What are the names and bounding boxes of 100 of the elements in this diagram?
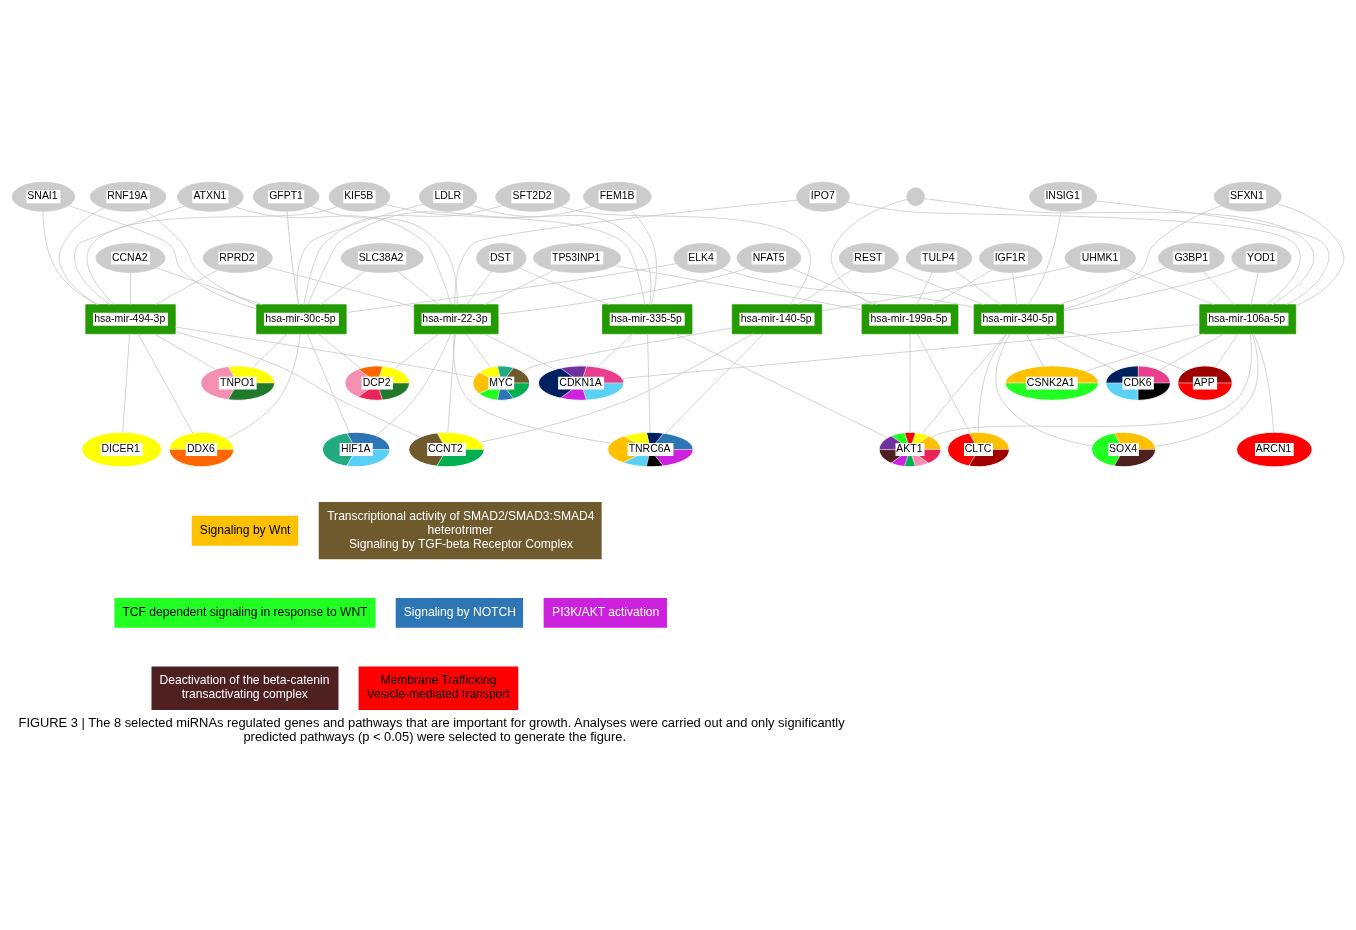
connector (453, 332, 611, 444)
connector (647, 332, 651, 433)
connector (1012, 271, 1018, 305)
connector (721, 267, 975, 308)
connector (154, 268, 219, 305)
connector (296, 203, 424, 305)
connector (847, 201, 1301, 305)
connector (137, 332, 194, 433)
node-box: hsa-mir-494-3p (85, 303, 176, 334)
connector (921, 332, 1007, 434)
connector (977, 333, 1008, 433)
connector (58, 207, 104, 305)
connector (345, 262, 677, 313)
node-ellipse: SNAI1 (11, 181, 76, 212)
connector (1063, 204, 1222, 310)
node-ellipse: RPRD2 (202, 242, 273, 273)
connector (1063, 267, 1241, 311)
connector (995, 333, 1093, 446)
caption: FIGURE 3 | The 8 selected miRNAs regulated genes and pathways that are important for growth. Analyses were carried out and only significantly predicted pathways (p < 0.05) were selected to generate the figure. (18, 714, 845, 744)
node-ellipse: ELK4 (673, 242, 731, 273)
connector (483, 332, 556, 370)
node-ellipse: SFT2D2 (495, 181, 571, 212)
node-circle (906, 186, 925, 206)
connector (286, 210, 300, 305)
connector (1025, 332, 1044, 366)
connector (317, 332, 361, 369)
node-ellipse: LDLR (419, 181, 478, 212)
node-box: hsa-mir-335-5p (602, 303, 693, 334)
connector (1276, 202, 1345, 306)
node-ellipse: NFAT5 (736, 242, 802, 273)
legend-label: Signaling by TGF-beta Receptor Complex (348, 536, 573, 551)
connector (954, 269, 1001, 305)
node-box: hsa-mir-30c-5p (256, 303, 347, 334)
connector (130, 271, 131, 305)
connector (821, 265, 1072, 311)
connector (307, 205, 593, 305)
connector (319, 270, 366, 305)
connector (156, 266, 263, 305)
node-ellipse: G3BP1 (1158, 242, 1225, 273)
connector (521, 327, 733, 371)
connector (86, 205, 338, 305)
node-ellipse: CCNA2 (95, 242, 166, 273)
node-box: hsa-mir-340-5p (973, 303, 1064, 334)
node-ellipse: SFXN1 (1213, 181, 1282, 212)
connector (466, 270, 493, 305)
legend-label: Membrane Trafficking (380, 672, 497, 687)
node-ellipse: REST (838, 242, 899, 273)
node-box: hsa-mir-140-5p (731, 303, 823, 334)
legend-label: Signaling by NOTCH (403, 604, 516, 619)
legend-label: Vesicle-mediated transport (366, 686, 510, 701)
connector (1027, 210, 1062, 305)
connector (74, 205, 186, 305)
legend-label: Signaling by Wnt (199, 522, 291, 537)
node-ellipse: IPO7 (796, 181, 850, 212)
connector (674, 332, 888, 438)
connector (153, 332, 216, 370)
node-ellipse: TP53INP1 (533, 242, 622, 273)
connector (1214, 332, 1239, 368)
connector (1095, 200, 1330, 305)
connector (560, 205, 811, 305)
connector (303, 204, 504, 305)
connector (916, 332, 971, 433)
node-ellipse: GFPT1 (252, 181, 320, 212)
connector (797, 268, 853, 305)
connector (1250, 271, 1259, 305)
connector (630, 209, 657, 305)
legend-label: Deactivation of the beta-catenin transactivating complex (159, 672, 330, 701)
node-ellipse: FEM1B (583, 181, 652, 212)
connector (42, 210, 98, 305)
node-box: hsa-mir-199a-5p (861, 303, 959, 334)
connector (791, 267, 878, 305)
connector (1058, 266, 1167, 305)
connector (1063, 329, 1186, 371)
node-ellipse: DST (476, 242, 527, 273)
connector (447, 332, 456, 433)
connector (614, 264, 863, 310)
connector (665, 332, 764, 434)
node-ellipse: RNF19A (89, 181, 167, 212)
node-box: hsa-mir-22-3p (413, 303, 499, 334)
connector (394, 332, 440, 369)
node-ellipse: ARCN1 (1236, 431, 1313, 467)
connector (890, 266, 985, 305)
node-ellipse: TULP4 (905, 242, 973, 273)
connector (621, 323, 1200, 379)
node-ellipse: IGF1R (979, 242, 1043, 273)
connector (1124, 267, 1215, 305)
node-ellipse: ATXN1 (177, 181, 244, 212)
connector (471, 204, 652, 305)
connector (830, 198, 908, 305)
node-ellipse: KIF5B (328, 181, 391, 212)
connector (932, 268, 993, 305)
node-ellipse: SLC38A2 (340, 242, 424, 273)
connector (252, 332, 288, 368)
connector (175, 326, 475, 378)
legend-label: TCF dependent signaling in response to WNT (122, 604, 368, 619)
connector (1044, 332, 1117, 371)
connector (265, 265, 415, 307)
legend-label: Transcriptional activity of SMAD2/SMAD3:SMAD4 heterotrimer (327, 508, 595, 537)
connector (483, 269, 555, 305)
connector (175, 330, 421, 438)
